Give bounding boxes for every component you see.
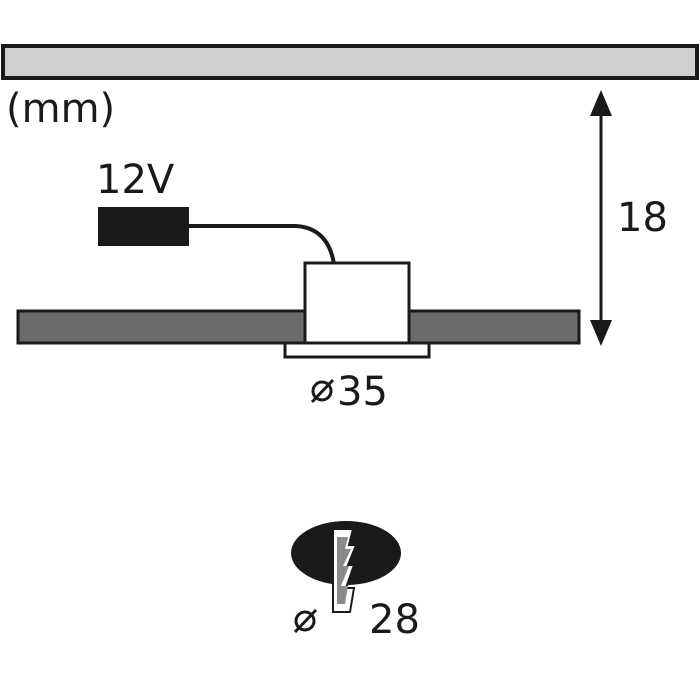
height-dimension-arrow [590, 90, 612, 346]
ceiling-panel [1, 44, 699, 80]
shelf-panel-right [407, 309, 581, 345]
unit-label: (mm) [6, 86, 115, 132]
drill-diameter-label: 28 [369, 597, 420, 643]
cutout-diameter-label: 35 [337, 369, 388, 415]
diameter-icon [293, 608, 318, 634]
luminaire-housing [303, 261, 411, 345]
shelf-panel-left [16, 309, 307, 345]
drill-hole-icon [291, 521, 401, 613]
diameter-icon [310, 378, 335, 404]
power-cable [189, 224, 336, 265]
height-label: 18 [617, 195, 668, 241]
driver-box [98, 207, 189, 246]
luminaire-flange [283, 341, 431, 359]
voltage-label: 12V [96, 157, 175, 203]
